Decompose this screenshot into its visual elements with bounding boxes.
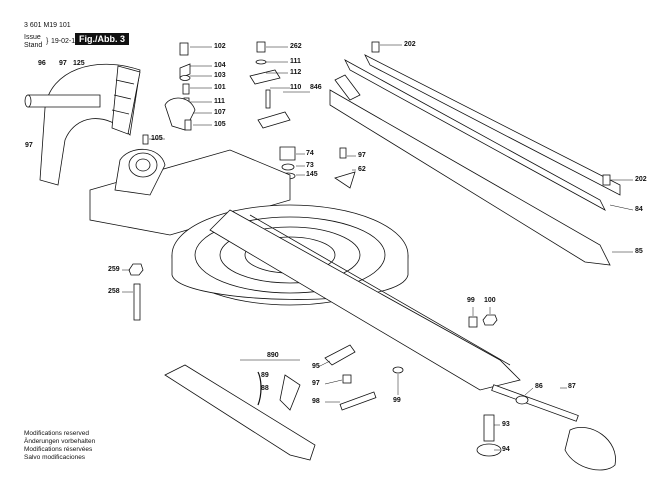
callout-87: 87 [568, 383, 576, 390]
right-small-parts [324, 314, 498, 411]
bolts-left [128, 263, 144, 321]
callout-105: 105 [214, 121, 226, 128]
callout-105: 105 [151, 135, 163, 142]
callout-102: 102 [214, 43, 226, 50]
callout-846: 846 [310, 84, 322, 91]
footer-line-fr: Modifications réservées [24, 446, 93, 453]
callout-99: 99 [393, 397, 401, 404]
callout-103: 103 [214, 72, 226, 79]
issue-date: 19-02-13 [51, 38, 80, 45]
fences [329, 41, 621, 266]
callout-202: 202 [404, 41, 416, 48]
callout-84: 84 [635, 206, 643, 213]
callout-93: 93 [502, 421, 510, 428]
parts-column-1 [142, 42, 196, 145]
callout-99: 99 [467, 297, 475, 304]
callout-96: 96 [38, 60, 46, 67]
callout-62: 62 [358, 166, 366, 173]
doc-number: 3 601 M19 101 [24, 22, 71, 29]
leader-lines [122, 44, 634, 451]
knob-assembly [476, 384, 616, 471]
footer-line-en: Modifications reserved [24, 430, 90, 437]
callout-107: 107 [214, 109, 226, 116]
callout-73: 73 [306, 162, 314, 169]
callout-890: 890 [267, 352, 279, 359]
callout-112: 112 [290, 69, 302, 76]
callout-97: 97 [312, 380, 320, 387]
figure-badge: Fig./Abb. 3 [75, 33, 129, 45]
blade-guard [24, 63, 141, 186]
callout-110: 110 [290, 84, 302, 91]
callout-258: 258 [108, 288, 120, 295]
callout-89: 89 [261, 372, 269, 379]
callout-98: 98 [312, 398, 320, 405]
callout-111: 111 [290, 58, 301, 65]
callout-202: 202 [635, 176, 647, 183]
brace: } [46, 38, 49, 45]
callout-97: 97 [358, 152, 366, 159]
footer-line-de: Änderungen vorbehalten [24, 438, 96, 445]
callout-100: 100 [484, 297, 496, 304]
callout-97: 97 [59, 60, 67, 67]
callout-85: 85 [635, 248, 643, 255]
modifications-notice: Modifications reserved Änderungen vorbeh… [24, 430, 95, 462]
lever-arm [164, 364, 316, 461]
callout-111: 111 [214, 98, 225, 105]
callout-74: 74 [306, 150, 314, 157]
callout-104: 104 [214, 62, 226, 69]
callout-86: 86 [535, 383, 543, 390]
parts-column-2 [249, 41, 356, 189]
footer-line-es: Salvo modificaciones [24, 454, 86, 461]
stand-label: Stand [24, 42, 43, 49]
callout-262: 262 [290, 43, 302, 50]
callout-125: 125 [73, 60, 85, 67]
callout-259: 259 [108, 266, 120, 273]
callout-145: 145 [306, 171, 318, 178]
callout-97: 97 [25, 142, 33, 149]
callout-94: 94 [502, 446, 510, 453]
saw-base [89, 148, 521, 391]
callout-88: 88 [261, 385, 269, 392]
issue-label: Issue [24, 34, 41, 41]
callout-101: 101 [214, 84, 226, 91]
callout-95: 95 [312, 363, 320, 370]
